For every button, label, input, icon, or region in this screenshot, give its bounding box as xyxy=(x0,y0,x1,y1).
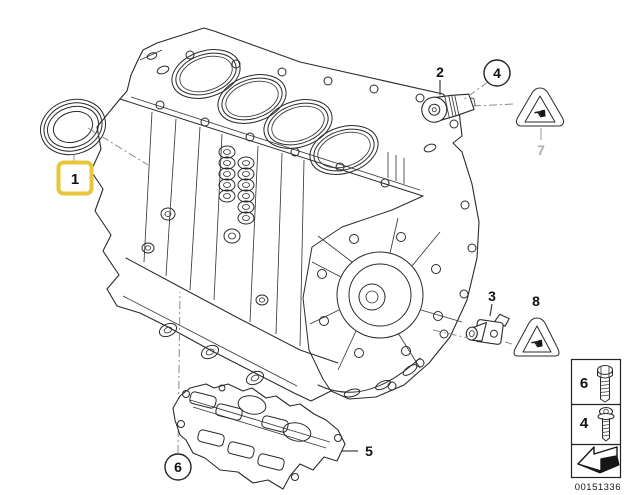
callout-2[interactable]: 2 xyxy=(436,64,444,80)
continue-arrow-icon[interactable] xyxy=(577,446,618,472)
callout-8[interactable]: 8 xyxy=(532,293,540,309)
callout-4[interactable]: 4 xyxy=(483,59,511,87)
rail-lugs xyxy=(158,322,265,386)
flange-bolt-icon xyxy=(597,406,615,442)
callout-1[interactable]: 1 xyxy=(56,160,94,196)
deck-bolt-holes xyxy=(155,50,459,188)
legend-row-4-label[interactable]: 4 xyxy=(580,415,589,432)
legend-row-4[interactable]: 4 xyxy=(580,406,615,442)
leader-line-6 xyxy=(177,291,181,454)
baffle-cutouts xyxy=(189,391,289,471)
hand-pointing-icon: ☚ xyxy=(529,334,545,354)
sensor-3-drawing[interactable] xyxy=(465,310,510,345)
front-face-ribs xyxy=(143,111,405,347)
callout-1-label[interactable]: 1 xyxy=(71,171,79,188)
warning-triangle-7: ☚ xyxy=(515,87,565,127)
warning-triangle-8: ☚ xyxy=(513,317,560,357)
callout-4-label[interactable]: 4 xyxy=(493,65,501,81)
leader-lines xyxy=(73,80,542,452)
callout-3[interactable]: 3 xyxy=(488,288,496,304)
legend-row-6[interactable]: 6 xyxy=(580,364,614,403)
sensor-2-drawing[interactable] xyxy=(419,89,477,125)
callout-7[interactable]: 7 xyxy=(537,142,545,158)
block-bosses xyxy=(141,207,269,306)
callout-6-label[interactable]: 6 xyxy=(174,459,182,475)
engine-block-drawing[interactable] xyxy=(90,27,480,402)
legend-row-6-label[interactable]: 6 xyxy=(580,375,588,392)
callout-5[interactable]: 5 xyxy=(365,443,373,459)
flywheel-face xyxy=(309,200,477,398)
hand-pointing-icon: ☚ xyxy=(532,104,548,124)
legend-table: 6 4 xyxy=(570,358,622,479)
diagram-number: 00151336 xyxy=(575,482,621,493)
cylinder-bores xyxy=(171,49,379,175)
oil-gallery-rings xyxy=(218,145,255,225)
callout-6[interactable]: 6 xyxy=(164,453,192,481)
legend-prev-arrow[interactable] xyxy=(576,446,620,474)
baffle-tab-holes xyxy=(177,384,342,481)
hex-head-bolt-icon xyxy=(596,364,614,403)
crankshaft-seal-drawing[interactable] xyxy=(33,91,112,163)
baffle-plate-drawing[interactable] xyxy=(172,383,346,490)
